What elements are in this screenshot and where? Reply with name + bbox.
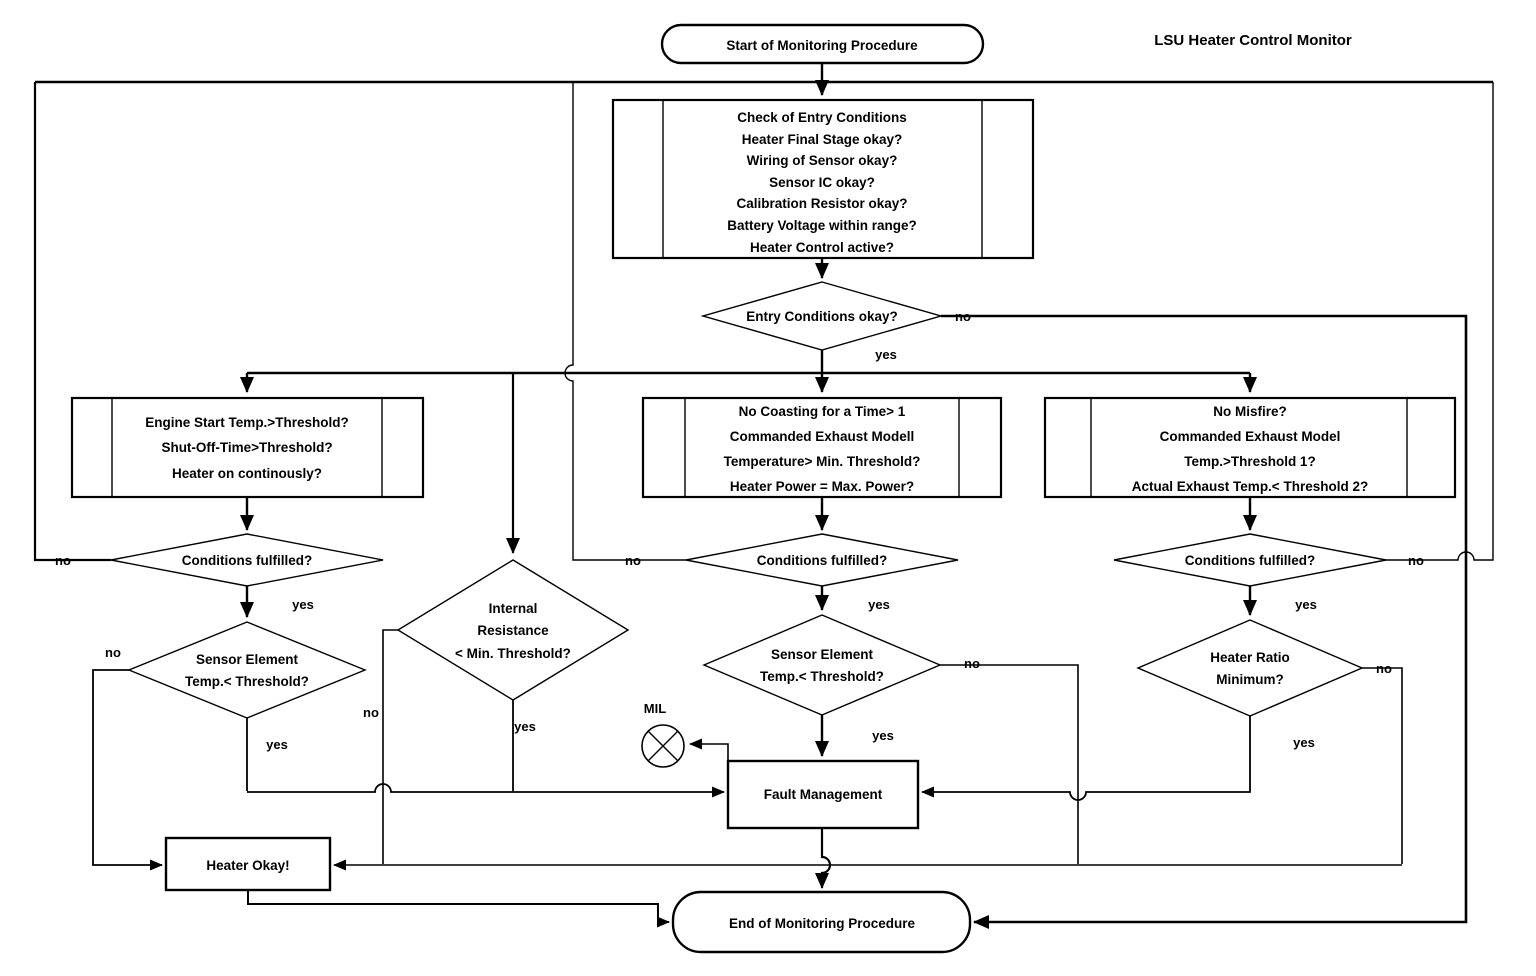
- edge-condmid-no-loop: [564, 82, 686, 561]
- sensor-mid-line: Temp.< Threshold?: [760, 669, 884, 684]
- cond-right-decision: [1113, 533, 1387, 587]
- mil-lamp-icon: MIL: [641, 701, 685, 768]
- engine-start-sidebars: [111, 398, 383, 497]
- no-coasting-outline: [641, 396, 1003, 499]
- no-coasting-line: Heater Power = Max. Power?: [730, 479, 914, 494]
- no-coasting-sidebars: [684, 398, 960, 497]
- heater-ratio-line: Heater Ratio: [1210, 650, 1290, 665]
- sensor-mid-decision: [702, 614, 942, 716]
- entry-check-sidebars: [662, 100, 983, 258]
- sensor-left-no-label: no: [105, 645, 121, 660]
- internal-res-line: Internal: [489, 601, 538, 616]
- cond-right-label: Conditions fulfilled?: [1185, 553, 1315, 568]
- edge-faultmgmt-to-mil: [689, 738, 729, 761]
- cond-mid-decision: [685, 533, 959, 587]
- heater-ratio-decision: [1136, 619, 1364, 717]
- entry-check-line: Heater Control active?: [750, 240, 894, 255]
- edge-condright-no-loop: [1386, 82, 1494, 561]
- internal-res-line: < Min. Threshold?: [455, 646, 571, 661]
- entry-check-line: Battery Voltage within range?: [727, 218, 917, 233]
- page-title: LSU Heater Control Monitor: [1154, 32, 1352, 49]
- edge-condleft-no-loop: [33, 82, 111, 562]
- heater-okay-label: Heater Okay!: [206, 858, 289, 873]
- end-terminal: [671, 890, 972, 954]
- sensor-mid-yes-label: yes: [872, 728, 894, 743]
- entry-ok-no-label: no: [955, 309, 971, 324]
- entry-check-box: Check of Entry Conditions Heater Final S…: [611, 98, 1035, 260]
- entry-check-line: Wiring of Sensor okay?: [747, 153, 898, 168]
- no-misfire-line: Temp.>Threshold 1?: [1184, 454, 1315, 469]
- entry-ok-decision: [700, 281, 944, 351]
- engine-start-outline: [70, 396, 425, 499]
- internal-res-line: Resistance: [477, 623, 549, 638]
- entry-check-line: Check of Entry Conditions: [737, 110, 907, 125]
- edge-heaterratio-no: [1362, 667, 1403, 864]
- no-misfire-line: No Misfire?: [1213, 404, 1287, 419]
- no-coasting-line: No Coasting for a Time> 1: [739, 404, 906, 419]
- mil-label: MIL: [644, 701, 666, 716]
- start-label: Start of Monitoring Procedure: [726, 38, 918, 53]
- no-misfire-outline: [1043, 396, 1457, 499]
- end-label: End of Monitoring Procedure: [729, 916, 915, 931]
- edge-faultmgmt-to-end: [815, 828, 832, 889]
- start-terminal: [660, 23, 985, 65]
- edge-feed-faultmgmt-left: [247, 783, 725, 798]
- edge-sensorleft-no-to-heaterokay: [92, 669, 163, 871]
- engine-start-line: Shut-Off-Time>Threshold?: [161, 440, 332, 455]
- no-coasting-line: Temperature> Min. Threshold?: [724, 454, 921, 469]
- internal-res-no-label: no: [363, 705, 379, 720]
- entry-ok-yes-label: yes: [875, 347, 897, 362]
- cond-left-yes-label: yes: [292, 597, 314, 612]
- fault-mgmt-box: [726, 759, 920, 830]
- heater-okay-box: [164, 836, 332, 892]
- sensor-left-decision: [127, 621, 367, 719]
- no-misfire-line: Actual Exhaust Temp.< Threshold 2?: [1132, 479, 1368, 494]
- sensor-left-line: Temp.< Threshold?: [185, 674, 309, 689]
- edge-heaterokay-to-end: [247, 890, 670, 928]
- entry-check-line: Calibration Resistor okay?: [736, 196, 907, 211]
- cond-left-decision: [110, 533, 384, 587]
- sensor-left-line: Sensor Element: [196, 652, 299, 667]
- edge-sensormid-no: [940, 664, 1079, 864]
- internal-res-decision: [396, 559, 630, 701]
- heater-ratio-line: Minimum?: [1216, 672, 1284, 687]
- cond-mid-yes-label: yes: [868, 597, 890, 612]
- connectors: [33, 63, 1494, 929]
- edge-heaterratio-yes-to-faultmgmt: [921, 716, 1251, 801]
- engine-start-box: Engine Start Temp.>Threshold? Shut-Off-T…: [70, 396, 425, 499]
- engine-start-line: Engine Start Temp.>Threshold?: [145, 415, 348, 430]
- edge-internalres-no: [382, 629, 398, 864]
- cond-mid-no-label: no: [625, 553, 641, 568]
- cond-left-label: Conditions fulfilled?: [182, 553, 312, 568]
- engine-start-line: Heater on continously?: [172, 466, 322, 481]
- no-misfire-line: Commanded Exhaust Model: [1160, 429, 1341, 444]
- no-coasting-box: No Coasting for a Time> 1 Commanded Exha…: [641, 396, 1003, 499]
- cond-mid-label: Conditions fulfilled?: [757, 553, 887, 568]
- internal-res-yes-label: yes: [514, 719, 536, 734]
- entry-check-outline: [611, 98, 1035, 260]
- cond-left-no-label: no: [55, 553, 71, 568]
- heater-ratio-yes-label: yes: [1293, 735, 1315, 750]
- no-misfire-box: No Misfire? Commanded Exhaust Model Temp…: [1043, 396, 1457, 499]
- no-coasting-line: Commanded Exhaust Modell: [730, 429, 915, 444]
- sensor-mid-line: Sensor Element: [771, 647, 874, 662]
- fault-mgmt-label: Fault Management: [764, 787, 883, 802]
- entry-check-line: Sensor IC okay?: [769, 175, 875, 190]
- entry-ok-label: Entry Conditions okay?: [746, 309, 898, 324]
- entry-check-line: Heater Final Stage okay?: [742, 132, 903, 147]
- edge-entryok-no-to-end: [941, 314, 1468, 929]
- sensor-mid-no-label: no: [964, 656, 980, 671]
- cond-right-no-label: no: [1408, 553, 1424, 568]
- heater-ratio-no-label: no: [1376, 661, 1392, 676]
- no-misfire-sidebars: [1090, 398, 1408, 497]
- sensor-left-yes-label: yes: [266, 737, 288, 752]
- cond-right-yes-label: yes: [1295, 597, 1317, 612]
- mil-lamp-cross: [647, 730, 679, 762]
